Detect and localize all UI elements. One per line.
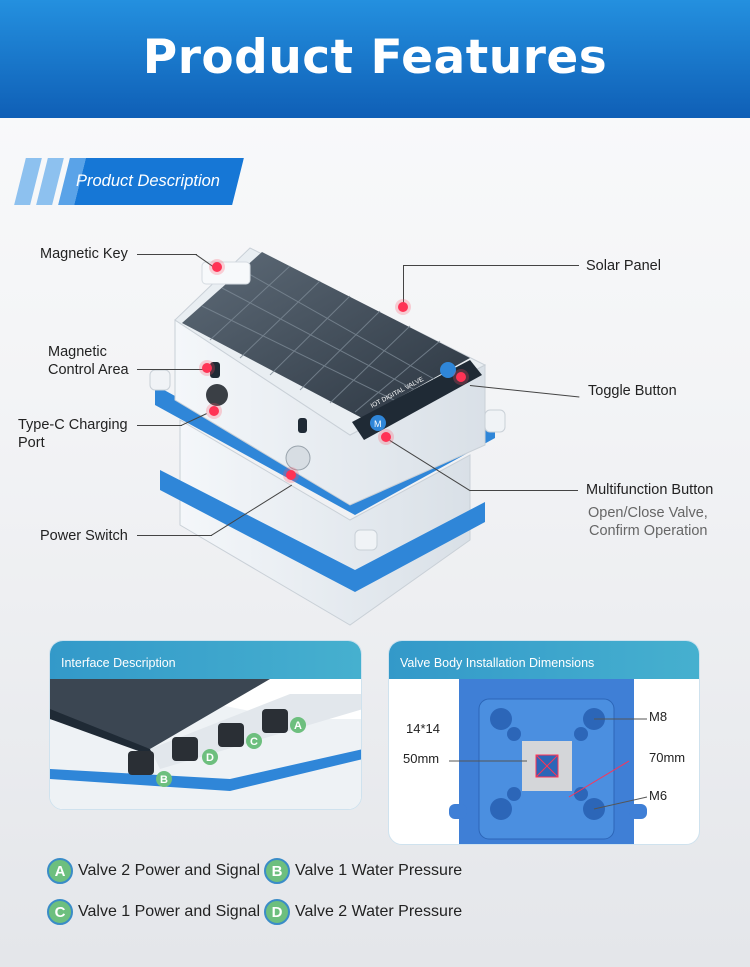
section-tag: Product Description xyxy=(12,158,244,205)
legend-badge: B xyxy=(264,858,290,884)
callout-toggle-button: Toggle Button xyxy=(588,383,677,399)
dim-50mm: 50mm xyxy=(403,751,440,766)
leader-line xyxy=(137,254,197,255)
blue-band-bottom xyxy=(160,470,485,592)
side-clip xyxy=(354,529,378,551)
marker-typec xyxy=(209,406,219,416)
port-b-label: B xyxy=(160,774,168,786)
marker-magnetic-key xyxy=(212,262,222,272)
port-c-label: C xyxy=(250,736,258,748)
status-indicator xyxy=(298,418,307,433)
leader-line xyxy=(403,265,579,266)
dim-m8: M8 xyxy=(649,709,668,724)
dimensions-panel: Valve Body Installation Dimensions xyxy=(388,640,700,845)
legend-badge: A xyxy=(47,858,73,884)
port-d-label: D xyxy=(206,752,214,764)
legend-text: Valve 1 Power and Signal xyxy=(78,903,261,920)
leader-line xyxy=(137,535,212,536)
marker-magnetic-control xyxy=(202,363,212,373)
legend-badge: D xyxy=(264,899,290,925)
marker-toggle-button xyxy=(456,372,466,382)
marker-solar-panel xyxy=(398,302,408,312)
leader-line xyxy=(137,369,203,370)
interface-illustration: A B C D xyxy=(50,679,361,809)
legend-item: D Valve 2 Water Pressure xyxy=(264,899,462,925)
dim-14x14: 14*14 xyxy=(406,721,440,736)
callout-typec-2: Port xyxy=(18,435,45,451)
page-title: Product Features xyxy=(142,30,608,85)
leader-line xyxy=(403,265,404,305)
magnetic-key xyxy=(201,261,251,285)
typec-port xyxy=(206,384,228,406)
multifunction-desc-2: Confirm Operation xyxy=(589,523,708,539)
side-clip xyxy=(484,409,506,433)
dimensions-panel-title: Valve Body Installation Dimensions xyxy=(389,641,699,679)
callout-magnetic-control-2: Control Area xyxy=(48,362,129,378)
m-button-label: M xyxy=(374,419,382,429)
multifunction-desc-1: Open/Close Valve, xyxy=(588,505,708,521)
callout-magnetic-control-1: Magnetic xyxy=(48,344,107,360)
callout-typec-1: Type-C Charging xyxy=(18,417,128,433)
multifunction-button xyxy=(370,415,386,431)
magnetic-control xyxy=(210,362,220,378)
legend-text: Valve 2 Power and Signal xyxy=(78,862,261,879)
lower-body xyxy=(179,419,471,626)
leader-line xyxy=(137,425,182,426)
marker-multifunction xyxy=(381,432,391,442)
toggle-button xyxy=(440,362,456,378)
legend-badge: C xyxy=(47,899,73,925)
section-label: Product Description xyxy=(76,172,220,190)
marker-power-switch xyxy=(286,470,296,480)
callout-magnetic-key: Magnetic Key xyxy=(40,246,128,262)
callout-power-switch: Power Switch xyxy=(40,528,128,544)
interface-panel: Interface Description A B C D xyxy=(49,640,362,810)
interface-panel-title: Interface Description xyxy=(50,641,361,679)
legend-item: C Valve 1 Power and Signal xyxy=(47,899,260,925)
blue-band-top xyxy=(155,385,495,515)
side-clip xyxy=(149,369,171,391)
page-header: Product Features xyxy=(0,0,750,118)
legend-text: Valve 2 Water Pressure xyxy=(295,903,463,920)
leader-line xyxy=(470,490,578,491)
power-switch xyxy=(285,445,311,471)
dim-m6: M6 xyxy=(649,788,668,803)
callout-multifunction: Multifunction Button xyxy=(586,482,714,498)
callout-solar-panel: Solar Panel xyxy=(586,258,661,274)
device-illustration: IOT DIGITAL VALVE M xyxy=(149,247,506,626)
legend-item: B Valve 1 Water Pressure xyxy=(264,858,462,884)
valve-body-diagram xyxy=(449,679,648,844)
dim-70mm: 70mm xyxy=(649,750,686,765)
legend-text: Valve 1 Water Pressure xyxy=(295,862,463,879)
legend-item: A Valve 2 Power and Signal xyxy=(47,858,260,884)
port-a-label: A xyxy=(294,720,302,732)
